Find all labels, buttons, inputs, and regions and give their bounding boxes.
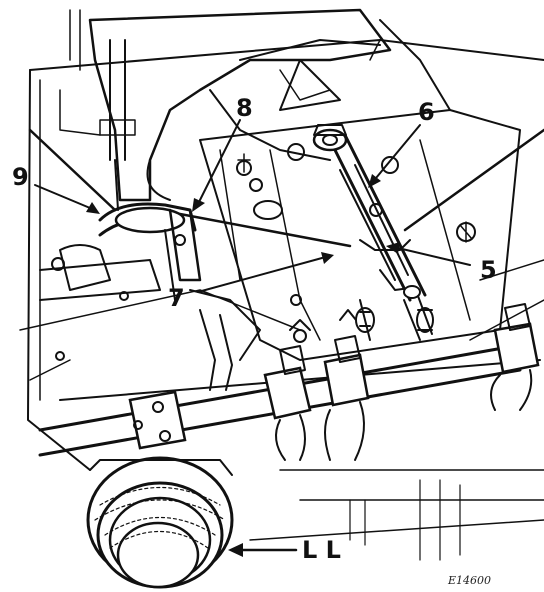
callout-7: 7 [168,284,185,312]
callout-9: 9 [12,163,29,191]
leader-lines [34,119,471,557]
upper-arm-casting [88,8,451,202]
callout-LL: L L [302,536,341,564]
needle-bar [69,9,136,211]
cross-shaft [38,303,540,461]
machine-bed [19,39,544,561]
callout-6: 6 [418,98,435,126]
figure-code: E14600 [447,574,491,587]
presser-bracket [39,202,261,391]
callout-5: 5 [480,256,497,284]
link-assembly [312,124,434,341]
callout-8: 8 [236,94,253,122]
thread-line [28,128,544,248]
knurled-wheel [86,456,234,589]
